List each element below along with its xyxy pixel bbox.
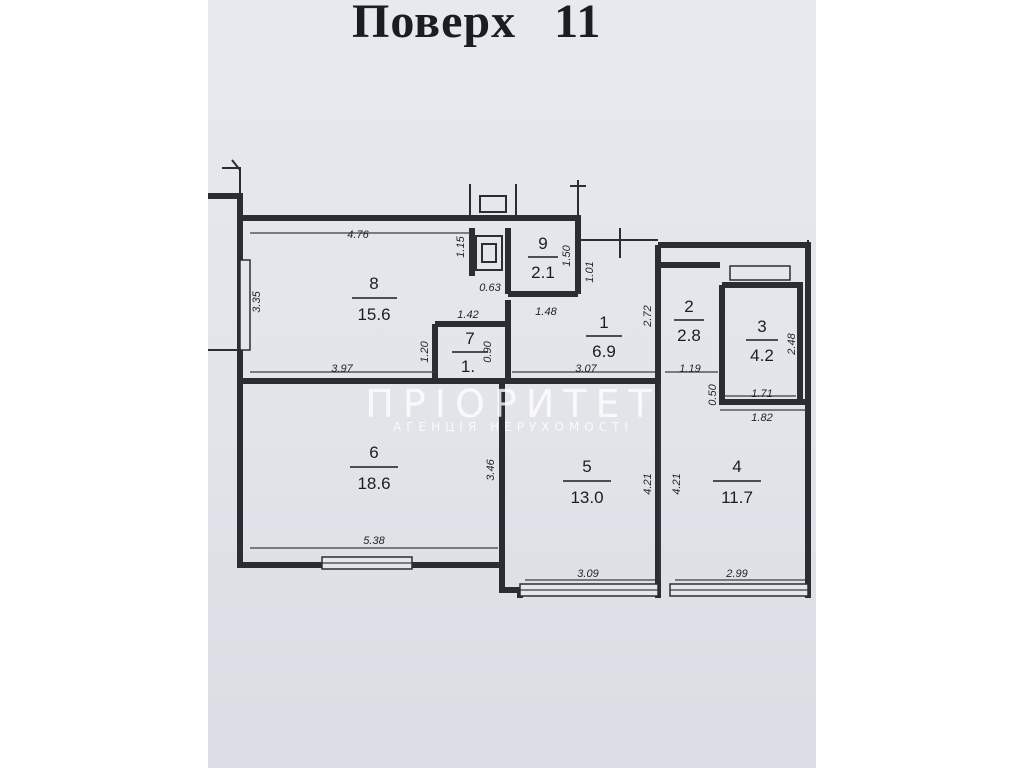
floor-title-number: 11 <box>554 0 602 48</box>
room-label-9: 9 2.1 <box>528 234 558 282</box>
room-2-number: 2 <box>684 297 693 316</box>
watermark-brand: ПРІОРИТЕТ <box>365 382 661 426</box>
dim-1-82: 1.82 <box>751 412 772 424</box>
dim-1-48: 1.48 <box>535 306 557 318</box>
room-1-area: 6.9 <box>592 342 616 361</box>
room-label-2: 2 2.8 <box>674 297 704 345</box>
room-label-4: 4 11.7 <box>713 457 761 507</box>
room-label-7: 7 1. <box>452 329 488 376</box>
room-6-number: 6 <box>369 443 378 462</box>
dim-4-21-left: 4.21 <box>642 473 654 494</box>
dimension-lines <box>250 232 806 581</box>
dim-1-20: 1.20 <box>419 340 431 362</box>
room-label-6: 6 18.6 <box>350 443 398 493</box>
room-4-area: 11.7 <box>721 488 753 507</box>
dim-3-97: 3.97 <box>331 363 353 375</box>
dim-2-72: 2.72 <box>642 305 654 327</box>
dim-1-19: 1.19 <box>679 363 700 375</box>
dimension-labels: 4.76 3.35 1.15 1.50 1.01 0.63 1.42 1. 4 8 … <box>251 229 798 580</box>
room-7-number: 7 <box>465 329 474 348</box>
room-2-area: 2.8 <box>677 326 701 345</box>
room-3-number: 3 <box>757 317 766 336</box>
dim-0-90: 0.90 <box>482 340 494 362</box>
room-3-area: 4.2 <box>750 346 774 365</box>
dim-4-21-right: 4.21 <box>671 473 683 494</box>
dim-1-42: 1.42 <box>457 309 478 321</box>
dim-2-48: 2.48 <box>786 332 798 355</box>
room-7-area: 1. <box>461 357 475 376</box>
dim-1-15: 1.15 <box>455 235 467 257</box>
dim-5-38: 5.38 <box>363 535 385 547</box>
room-9-area: 2.1 <box>531 263 555 282</box>
room-1-number: 1 <box>599 313 608 332</box>
room-label-8: 8 15.6 <box>352 274 397 324</box>
floor-title-word: Поверх <box>352 0 517 48</box>
wall-stubs <box>208 159 809 351</box>
windows <box>239 259 809 597</box>
dim-1-01: 1.01 <box>584 261 596 282</box>
room-6-area: 18.6 <box>357 474 390 493</box>
room-label-5: 5 13.0 <box>563 457 611 507</box>
room-5-number: 5 <box>582 457 591 476</box>
room-8-number: 8 <box>369 274 378 293</box>
room-label-1: 1 6.9 <box>586 313 622 361</box>
room-5-area: 13.0 <box>570 488 603 507</box>
dim-1-50: 1.50 <box>561 244 573 266</box>
floor-title: Поверх 11 <box>352 0 639 49</box>
dim-2-99: 2.99 <box>725 568 747 580</box>
room-label-3: 3 4.2 <box>746 317 778 365</box>
dim-0-63: 0.63 <box>479 282 501 294</box>
watermark-tagline: АГЕНЦІЯ НЕРУХОМОСТІ <box>392 420 633 434</box>
dim-3-46: 3.46 <box>485 458 497 480</box>
dim-1-71: 1.71 <box>751 388 772 400</box>
dim-3-07: 3.07 <box>575 363 597 375</box>
dim-0-50: 0.50 <box>707 383 719 405</box>
dim-3-35: 3.35 <box>251 290 263 312</box>
dim-3-09: 3.09 <box>577 568 598 580</box>
dim-4-76: 4.76 <box>347 229 369 241</box>
room-9-number: 9 <box>538 234 547 253</box>
room-4-number: 4 <box>732 457 741 476</box>
room-8-area: 15.6 <box>357 305 390 324</box>
